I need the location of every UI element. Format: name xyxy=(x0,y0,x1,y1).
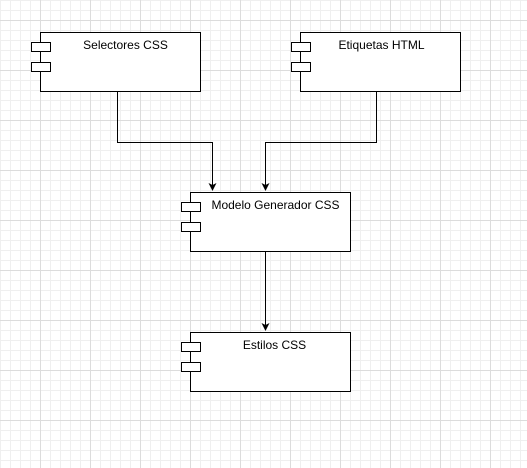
component-port-icon xyxy=(181,362,201,372)
component-port-icon xyxy=(31,42,51,52)
component-estilos-css[interactable]: Estilos CSS xyxy=(181,332,351,392)
component-label: Estilos CSS xyxy=(242,338,307,352)
component-modelo-generador-css[interactable]: Modelo Generador CSS xyxy=(181,192,351,252)
component-label: Selectores CSS xyxy=(83,38,168,52)
component-etiquetas-html[interactable]: Etiquetas HTML xyxy=(291,32,461,92)
component-port-icon xyxy=(181,342,201,352)
component-port-icon xyxy=(291,42,311,52)
component-port-icon xyxy=(181,222,201,232)
component-port-icon xyxy=(291,62,311,72)
component-label: Modelo Generador CSS xyxy=(211,198,340,212)
component-selectores-css[interactable]: Selectores CSS xyxy=(31,32,201,92)
edge-etiquetas-to-modelo[interactable] xyxy=(261,92,377,191)
component-port-icon xyxy=(31,62,51,72)
component-label: Etiquetas HTML xyxy=(338,38,425,52)
component-port-icon xyxy=(181,202,201,212)
edge-selectores-to-modelo[interactable] xyxy=(117,92,217,191)
